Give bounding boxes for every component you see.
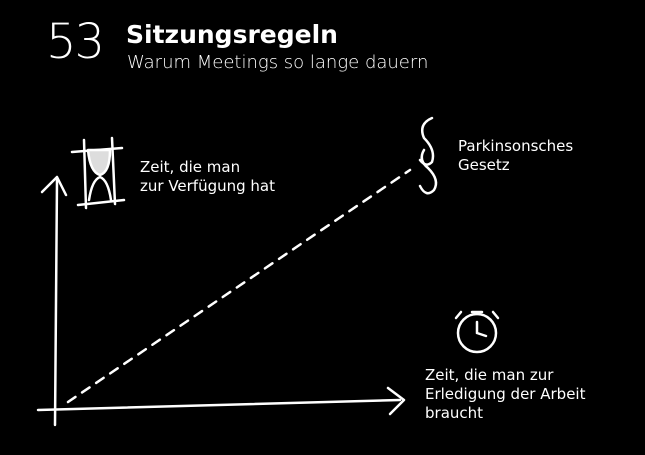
y-axis-label: Zeit, die man zur Verfügung hat xyxy=(140,158,275,196)
label-line: Zeit, die man zur xyxy=(425,366,554,384)
label-line: Zeit, die man xyxy=(140,158,241,176)
label-line: braucht xyxy=(425,404,484,422)
label-line: Parkinsonsches xyxy=(458,137,574,155)
paragraph-icon xyxy=(418,116,438,195)
label-line: Erledigung der Arbeit xyxy=(425,385,586,403)
chapter-number: 53 xyxy=(46,14,105,70)
label-line: Gesetz xyxy=(458,156,510,174)
y-axis xyxy=(40,175,68,427)
x-axis xyxy=(36,386,406,416)
trend-line xyxy=(66,168,412,404)
stopwatch-icon xyxy=(454,310,500,354)
page-subtitle: Warum Meetings so lange dauern xyxy=(127,52,429,73)
label-line: zur Verfügung hat xyxy=(140,177,275,195)
x-axis-label: Zeit, die man zur Erledigung der Arbeit … xyxy=(425,366,585,423)
hourglass-icon xyxy=(70,136,126,210)
law-label: Parkinsonsches Gesetz xyxy=(458,137,573,175)
page-title: Sitzungsregeln xyxy=(126,20,338,49)
